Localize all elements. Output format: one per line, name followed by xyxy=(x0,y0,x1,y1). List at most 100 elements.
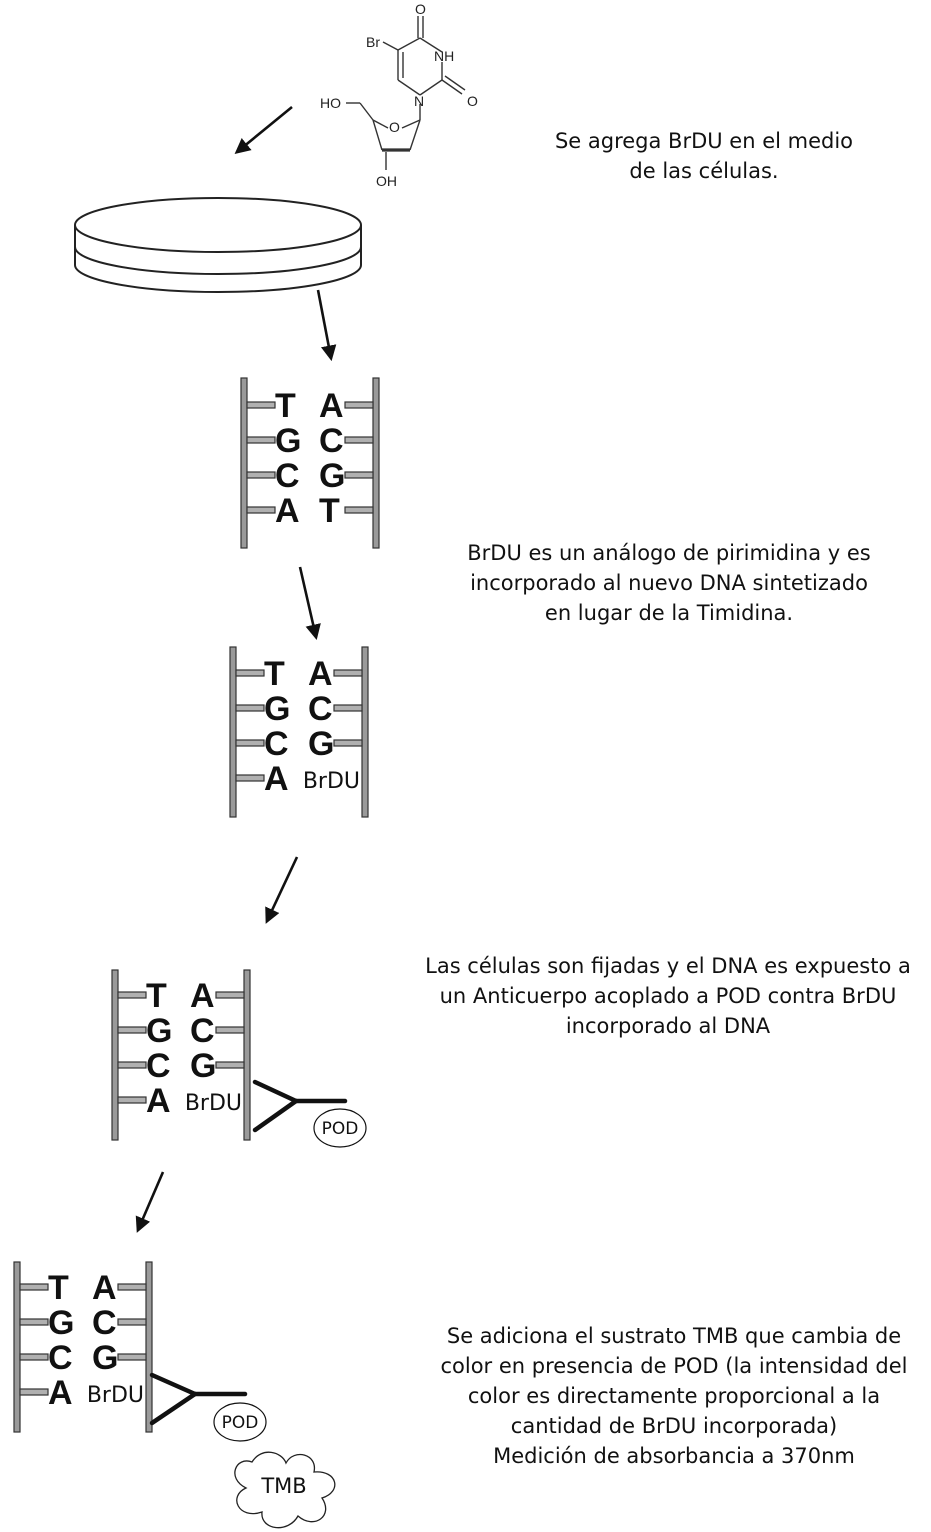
base-stub-left xyxy=(117,1026,147,1034)
base-stub-right xyxy=(344,506,374,514)
base-stub-left xyxy=(117,1096,147,1104)
arrow-dish-to-dna xyxy=(316,289,337,362)
description-line: incorporado al DNA xyxy=(566,1014,771,1038)
description-line: color es directamente proporcional a la xyxy=(468,1384,880,1408)
description-line: de las células. xyxy=(629,159,778,183)
flow-arrows xyxy=(135,105,337,1233)
base-stub-left xyxy=(19,1353,49,1361)
dish-rim-top xyxy=(74,197,362,253)
dish-inner-edge xyxy=(74,246,362,275)
base-stub-right xyxy=(215,1026,245,1034)
carbonyl-bond xyxy=(444,75,466,91)
pod-enzyme xyxy=(313,1108,367,1148)
ring-bond xyxy=(397,79,421,96)
base-stub-right xyxy=(117,1318,147,1326)
base-right-brdu: BrDU xyxy=(303,769,360,794)
base-right: C xyxy=(92,1304,117,1342)
atom-n: N xyxy=(414,93,424,109)
tmb-label: TMB xyxy=(260,1474,306,1498)
base-right: A xyxy=(319,387,344,425)
dna-strand-left xyxy=(111,969,119,1141)
description-line: Las células son fijadas y el DNA es expu… xyxy=(425,954,911,978)
base-stub-left xyxy=(19,1283,49,1291)
tmb-blob xyxy=(234,1451,336,1529)
description-line: un Anticuerpo acoplado a POD contra BrDU xyxy=(440,984,897,1008)
base-stub-right xyxy=(333,669,363,677)
base-stub-right xyxy=(333,739,363,747)
antibody-arm-upper xyxy=(149,1372,198,1397)
base-left: T xyxy=(48,1269,69,1307)
bromo-bond xyxy=(382,41,399,51)
antibody-pod-1: POD xyxy=(252,1079,367,1148)
base-right: A xyxy=(92,1269,117,1307)
sugar-bond xyxy=(401,119,421,129)
base-stub-left xyxy=(246,401,276,409)
base-stub-left xyxy=(246,471,276,479)
dna-strand-left xyxy=(13,1261,21,1433)
base-stub-right xyxy=(344,436,374,444)
base-right: A xyxy=(308,655,333,693)
base-stub-left xyxy=(246,436,276,444)
antibody-pod-2: POD xyxy=(149,1372,267,1442)
description-line: Medición de absorbancia a 370nm xyxy=(493,1444,855,1468)
base-stub-left xyxy=(117,991,147,999)
base-right: A xyxy=(190,977,215,1015)
base-stub-left xyxy=(235,704,265,712)
base-left: A xyxy=(146,1082,171,1120)
tmb-substrate: TMB xyxy=(234,1451,336,1529)
dna-strand-left xyxy=(240,377,248,549)
dna-strand-right xyxy=(372,377,380,549)
base-stub-left xyxy=(19,1388,49,1396)
dna-strand-left xyxy=(229,646,237,818)
description-line: Se adiciona el sustrato TMB que cambia d… xyxy=(447,1324,901,1348)
base-stub-left xyxy=(246,506,276,514)
ch2-bond xyxy=(359,102,374,121)
sugar-bond xyxy=(372,119,389,129)
base-stub-left xyxy=(19,1318,49,1326)
brdu-molecule-structure xyxy=(346,16,466,170)
sugar-bond xyxy=(372,119,383,151)
base-left: A xyxy=(48,1374,73,1412)
antibody-arm-upper xyxy=(252,1079,299,1104)
pod-label: POD xyxy=(322,1119,359,1139)
base-right: C xyxy=(190,1012,215,1050)
antibody-arm-lower xyxy=(149,1391,198,1426)
base-stub-left xyxy=(235,774,265,782)
base-stub-right xyxy=(117,1353,147,1361)
arrow-to-tmb-step xyxy=(135,1171,165,1233)
pod-enzyme xyxy=(213,1402,267,1442)
base-left: C xyxy=(275,457,300,495)
ring-bond xyxy=(397,37,421,51)
base-left: T xyxy=(264,655,285,693)
dna-strand-right xyxy=(243,969,251,1141)
base-right-brdu: BrDU xyxy=(185,1091,242,1116)
arrow-dna-to-brdu-dna xyxy=(298,566,321,641)
base-left: G xyxy=(264,690,290,728)
base-right: C xyxy=(319,422,344,460)
dna-strand-right xyxy=(145,1261,153,1433)
base-stub-right xyxy=(344,401,374,409)
atom-oh: OH xyxy=(376,173,397,189)
description-line: cantidad de BrDU incorporada) xyxy=(511,1414,837,1438)
description-line: color en presencia de POD (la intensidad… xyxy=(440,1354,907,1378)
step-2-description: BrDU es un análogo de pirimidina y esinc… xyxy=(467,541,871,625)
ring-bond xyxy=(419,79,443,96)
base-right: G xyxy=(319,457,345,495)
atom-ho: HO xyxy=(320,95,341,111)
base-stub-right xyxy=(344,471,374,479)
step-4-description: Se adiciona el sustrato TMB que cambia d… xyxy=(440,1324,907,1468)
base-right: G xyxy=(92,1339,118,1377)
petri-dish xyxy=(74,197,362,293)
atom-o-top: O xyxy=(415,1,426,17)
base-left: C xyxy=(146,1047,171,1085)
base-stub-right xyxy=(117,1283,147,1291)
antibody-arm-lower xyxy=(252,1098,299,1133)
base-right: G xyxy=(308,725,334,763)
